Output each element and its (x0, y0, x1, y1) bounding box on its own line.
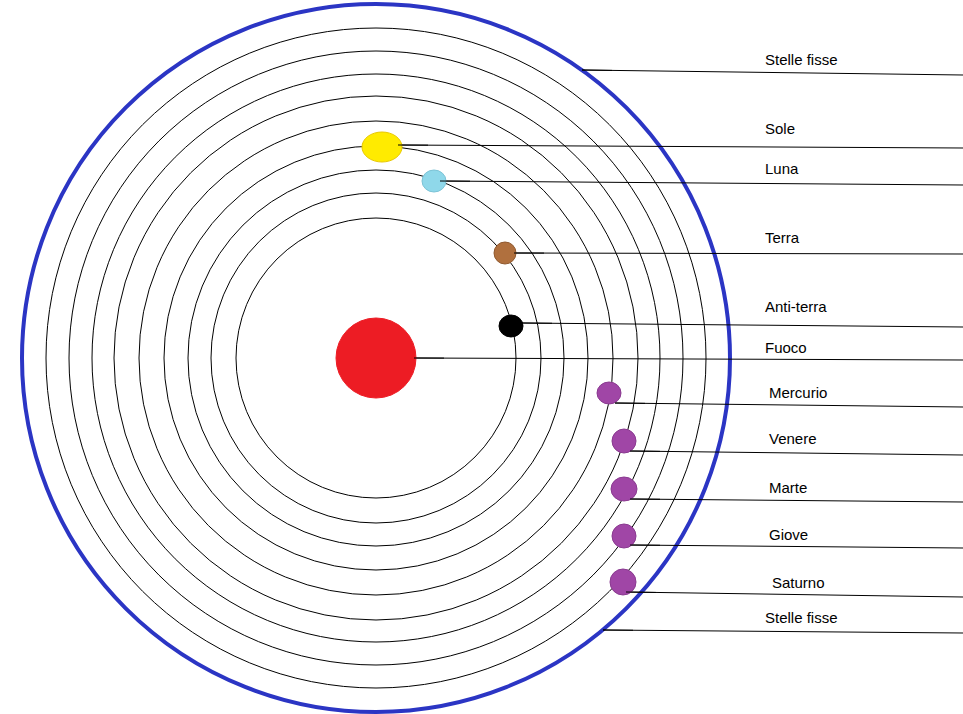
leader-line (582, 70, 963, 75)
orbit-circle (114, 96, 638, 620)
leader-line (630, 545, 963, 548)
mars-body (611, 477, 637, 501)
body-label: Fuoco (765, 339, 807, 357)
body-label: Marte (769, 479, 807, 497)
leader-line (615, 403, 645, 404)
body-label: Giove (769, 526, 808, 544)
leader-line (630, 451, 660, 452)
leader-line (630, 499, 660, 500)
body-label: Venere (769, 430, 817, 448)
body-label: Anti-terra (765, 298, 827, 316)
leader-line (630, 499, 963, 502)
body-label: Saturno (772, 574, 825, 592)
leader-line (603, 630, 963, 633)
leader-line (440, 181, 470, 182)
sun-body (362, 132, 402, 162)
leader-line (522, 323, 552, 324)
body-label: Stelle fisse (765, 609, 838, 627)
leader-line (626, 592, 656, 593)
leader-line (582, 70, 612, 71)
orbit-circle (69, 51, 683, 665)
leader-line (414, 358, 444, 359)
counter-earth-body (499, 315, 523, 337)
saturn-body (610, 569, 636, 595)
fixed-stars-sphere (22, 4, 730, 712)
leader-line (398, 145, 428, 146)
body-label: Terra (765, 229, 799, 247)
leader-line (514, 253, 544, 254)
jupiter-body (612, 524, 636, 548)
leader-line (522, 323, 963, 327)
leader-line (615, 403, 963, 407)
body-label: Mercurio (769, 384, 827, 402)
orbit-circle (46, 28, 706, 688)
body-label: Sole (765, 120, 795, 138)
earth-body (494, 242, 516, 264)
leader-line (630, 451, 963, 455)
orbit-circle (92, 74, 660, 642)
leader-line (630, 545, 660, 546)
mercury-body (597, 382, 621, 404)
body-label: Luna (765, 160, 798, 178)
leader-line (603, 630, 633, 631)
venus-body (612, 429, 636, 453)
leader-line (626, 592, 963, 597)
leader-line (440, 181, 963, 185)
central-fire-body (336, 318, 416, 398)
leader-line (514, 253, 963, 254)
body-label: Stelle fisse (765, 51, 838, 69)
leader-line (398, 145, 963, 148)
leader-line (414, 358, 963, 360)
